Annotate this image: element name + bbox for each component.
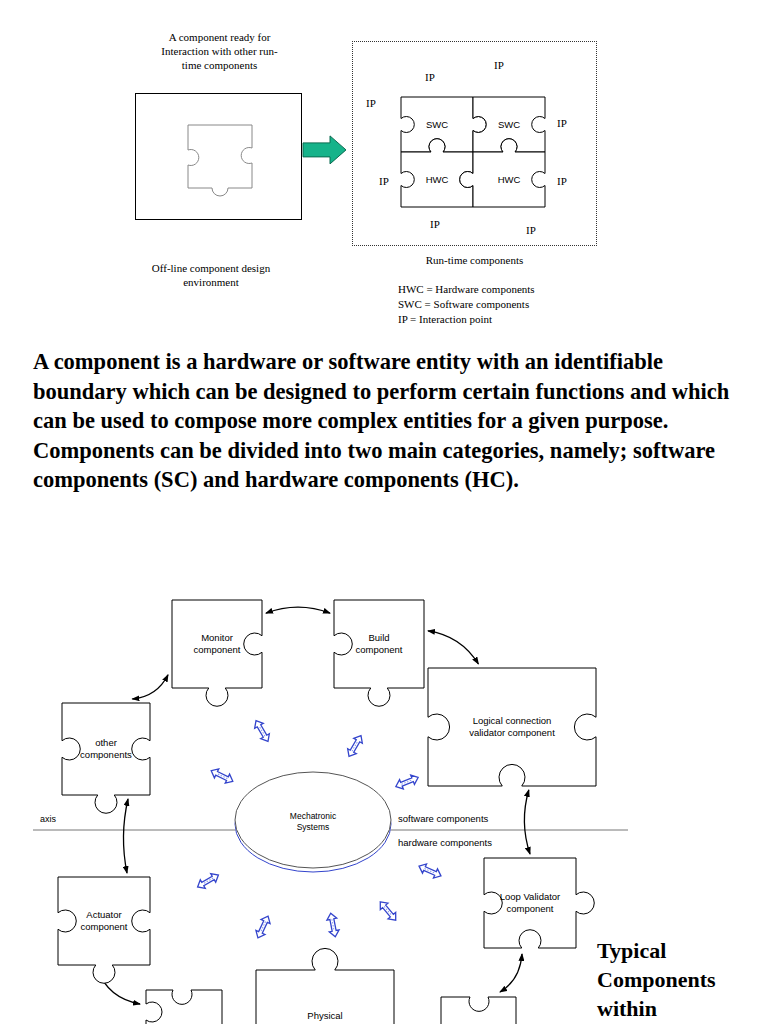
puzzle-component: Build component bbox=[334, 600, 424, 688]
puzzle-piece bbox=[146, 990, 222, 1024]
interaction-point-label: IP bbox=[366, 96, 376, 110]
puzzle-component: Monitor component bbox=[172, 600, 262, 688]
component-name: SWC bbox=[489, 119, 529, 131]
interaction-point-label: IP bbox=[494, 58, 504, 72]
component-name: other components bbox=[77, 737, 135, 761]
curved-connector bbox=[524, 790, 530, 854]
system-ellipse: Mechatronic Systems bbox=[234, 770, 392, 874]
block-arrow bbox=[303, 136, 346, 164]
region-label: software components bbox=[398, 813, 488, 825]
interaction-point-label: IP bbox=[379, 174, 389, 188]
legend-line: IP = Interaction point bbox=[398, 312, 492, 326]
component-name: Build component bbox=[349, 632, 409, 656]
component-name: Monitor component bbox=[187, 632, 247, 656]
puzzle-component: other components bbox=[62, 703, 150, 795]
box-caption: A component ready for Interaction with o… bbox=[157, 30, 282, 72]
interaction-point-label: IP bbox=[557, 116, 567, 130]
interaction-point-label: IP bbox=[430, 217, 440, 231]
runtime-container: Run-time componentsSWCSWCHWCHWC bbox=[352, 41, 597, 246]
legend-line: SWC = Software components bbox=[398, 297, 529, 311]
component-name: Logical connection validator component bbox=[462, 715, 562, 739]
component-name: HWC bbox=[417, 174, 457, 186]
legend-line: HWC = Hardware components bbox=[398, 282, 535, 296]
curved-arrow bbox=[500, 954, 522, 992]
puzzle-piece bbox=[188, 125, 252, 196]
component-name: Physical bbox=[285, 1010, 365, 1022]
puzzle-component: Actuator component bbox=[58, 877, 150, 965]
region-label: hardware components bbox=[398, 837, 492, 849]
curved-connector bbox=[266, 607, 330, 613]
container-caption: Run-time components bbox=[353, 253, 596, 267]
interaction-point-label: IP bbox=[557, 174, 567, 188]
puzzle-component: Loop Validator component bbox=[484, 858, 576, 948]
component-name: Loop Validator component bbox=[493, 891, 567, 915]
interaction-point-label: IP bbox=[526, 223, 536, 237]
curved-connector bbox=[132, 675, 168, 699]
puzzle-piece bbox=[441, 997, 516, 1024]
component-name: HWC bbox=[489, 174, 529, 186]
blue-arrows bbox=[195, 718, 443, 940]
puzzle-component: Physical bbox=[256, 970, 394, 1024]
component-name: SWC bbox=[417, 119, 457, 131]
puzzle-component: Logical connection validator component bbox=[428, 668, 596, 786]
component-name: Mechatronic Systems bbox=[281, 811, 345, 832]
figure-title: Typical Components within bbox=[597, 936, 762, 1023]
puzzle-component: HWC bbox=[473, 152, 545, 207]
component-name: Actuator component bbox=[74, 909, 134, 933]
box-caption: Off-line component design environment bbox=[141, 261, 281, 289]
curved-connector bbox=[123, 799, 128, 873]
design-environment-box: A component ready for Interaction with o… bbox=[135, 93, 302, 220]
definition-paragraph: A component is a hardware or software en… bbox=[33, 347, 755, 495]
axis-label: axis bbox=[40, 814, 56, 825]
curved-connector bbox=[428, 631, 478, 664]
interaction-point-label: IP bbox=[425, 70, 435, 84]
